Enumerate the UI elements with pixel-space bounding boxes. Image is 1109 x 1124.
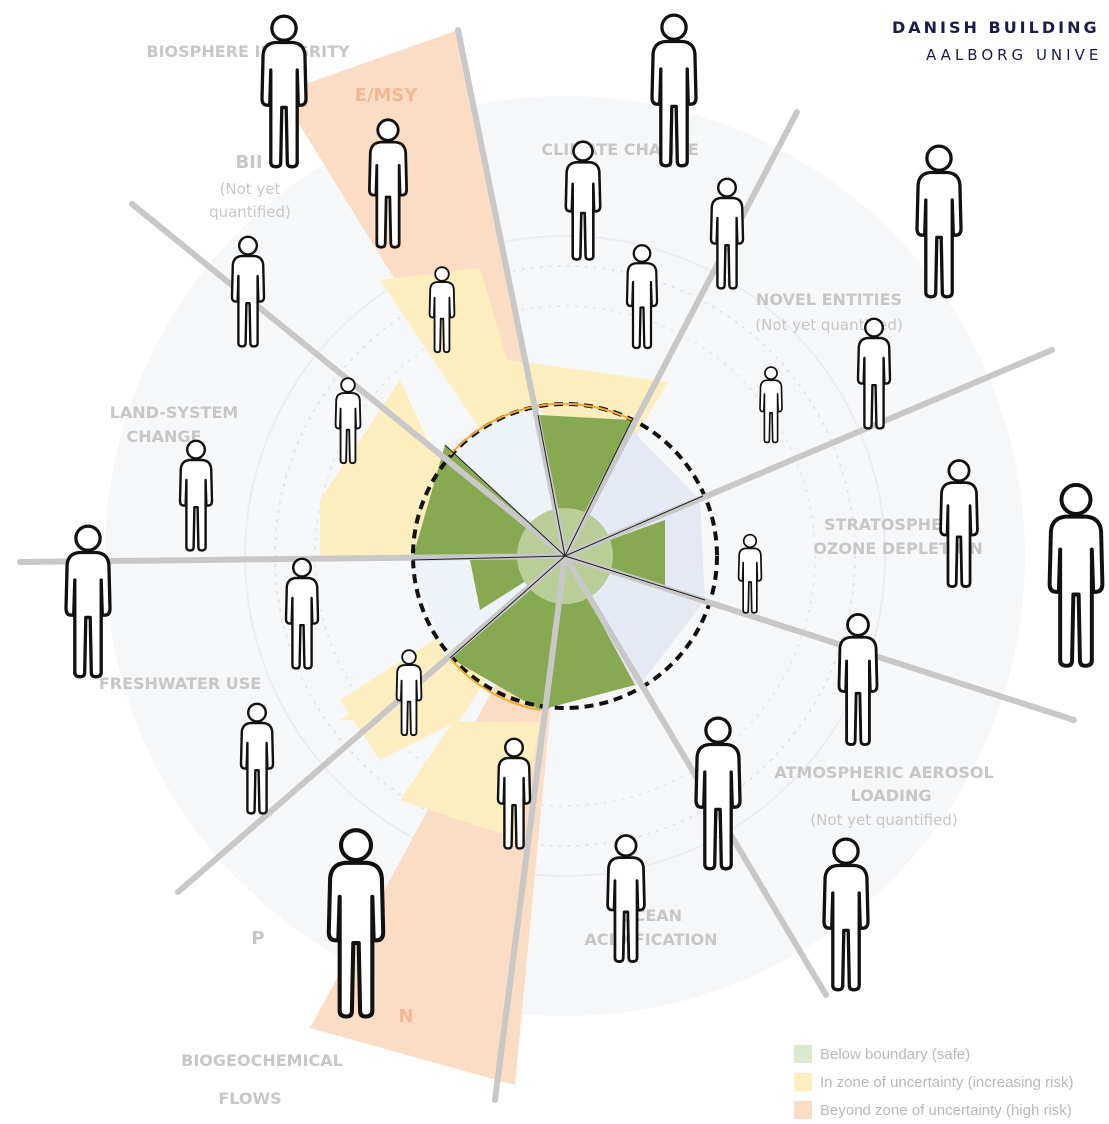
person-outline-icon [1047,482,1105,668]
sector-dividers [17,27,1077,1103]
label-bii-note-1: (Not yet [220,180,281,198]
legend-label-uncertainty: In zone of uncertainty (increasing risk) [820,1073,1074,1091]
legend-item-uncertainty: In zone of uncertainty (increasing risk) [794,1068,1073,1096]
label-emsy: E/MSY [355,85,419,106]
brand-name-line-1: DANISH BUILDING [892,18,1100,37]
person-outline-icon [64,524,112,679]
label-aerosol-note: (Not yet quantified) [810,811,957,829]
label-aerosol-2: LOADING [851,786,932,805]
label-biogeochemical-1: BIOGEOCHEMICAL [181,1051,343,1070]
label-land-system-2: CHANGE [127,427,202,446]
legend-swatch-high-risk [794,1101,812,1119]
thin-spokes [411,414,706,659]
land-segment-bg [445,402,565,556]
label-ocean-2: ACIDIFICATION [585,930,718,949]
ozone-safe-segment [565,520,665,590]
label-aerosol-1: ATMOSPHERIC AEROSOL [774,763,993,782]
legend: Below boundary (safe) In zone of uncerta… [794,1040,1073,1124]
dotted-ring-outer [274,265,856,847]
biogeochemical-safe-segment [450,556,635,710]
label-novel-entities: NOVEL ENTITIES [756,290,902,309]
boundary-exceeded-arc-2 [449,657,541,711]
legend-item-high-risk: Beyond zone of uncertainty (high risk) [794,1096,1073,1124]
legend-item-safe: Below boundary (safe) [794,1040,1073,1068]
label-ozone-1: STRATOSPHERIC [824,515,972,534]
label-biosphere-integrity: BIOSPHERE INTEGRITY [146,42,350,61]
label-n: N [398,1006,413,1027]
legend-swatch-uncertainty [794,1073,812,1091]
label-bii-note-2: quantified) [209,203,291,221]
legend-label-high-risk: Beyond zone of uncertainty (high risk) [820,1101,1072,1119]
label-ozone-2: OZONE DEPLETION [813,539,983,558]
legend-swatch-safe [794,1045,812,1063]
legend-label-safe: Below boundary (safe) [820,1045,971,1063]
brand-name-line-2: AALBORG UNIVE [926,46,1103,64]
label-p: P [251,928,264,949]
outer-ring [244,235,886,877]
label-freshwater-use: FRESHWATER USE [99,674,261,693]
safe-boundary-circle [411,402,719,710]
person-outline-icon [260,14,308,169]
label-climate-change: CLIMATE CHANGE [541,140,698,159]
label-land-system-1: LAND-SYSTEM [110,403,239,422]
label-biogeochemical-2: FLOWS [218,1089,281,1108]
label-bii: BII [235,152,262,173]
